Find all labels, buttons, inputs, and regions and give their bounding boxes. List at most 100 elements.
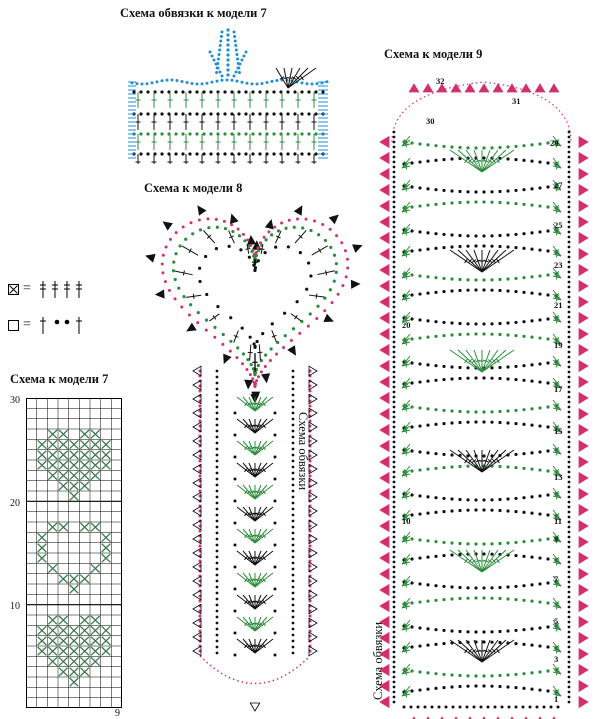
chain-dot — [291, 495, 295, 499]
edge-dot — [392, 175, 396, 179]
edge-dot — [567, 490, 571, 494]
edge-dot — [567, 640, 571, 644]
edge-dot — [567, 560, 571, 564]
chain-dot — [474, 288, 478, 292]
chain-dot — [215, 465, 219, 469]
motif-cross — [37, 439, 47, 450]
chain-dot — [538, 160, 542, 164]
chain-dot — [530, 187, 534, 191]
stitch-mark — [475, 359, 481, 363]
grid-x-label-9: 9 — [115, 708, 120, 719]
edging-dot — [197, 218, 201, 222]
chain-dot — [546, 161, 550, 165]
edging-dot — [190, 81, 194, 85]
edge-dot — [392, 360, 396, 364]
chain-dot — [442, 201, 446, 206]
picot-triangle — [578, 567, 589, 581]
stitch-mark — [404, 186, 408, 192]
edge-dot — [392, 180, 396, 184]
picot-triangle — [308, 589, 318, 601]
chain-dot — [215, 615, 219, 619]
edge-dot — [392, 310, 396, 314]
chain-dot — [490, 498, 494, 502]
edge-dot — [392, 645, 396, 649]
chain-dot — [250, 249, 254, 254]
chain-dot — [450, 201, 454, 205]
chain-dot — [472, 705, 476, 709]
edging-dot — [245, 81, 249, 85]
chain-dot — [482, 684, 486, 688]
chain-dot — [291, 519, 295, 523]
edge-dot — [567, 135, 571, 139]
edge-dot — [392, 235, 396, 239]
stitch-mark — [298, 234, 303, 239]
picot-triangle — [192, 421, 202, 433]
edging-dot — [187, 313, 191, 317]
motif-cross — [69, 584, 79, 594]
stitch-mark — [555, 274, 559, 280]
chain-dot — [458, 420, 462, 425]
chain-dot — [283, 334, 287, 338]
chain-dot — [506, 685, 510, 689]
chain-dot — [530, 379, 534, 383]
edge-dot — [392, 290, 396, 294]
stitch-mark — [246, 599, 252, 605]
picot-triangle — [379, 423, 390, 437]
chain-dot — [291, 579, 295, 583]
chain-dot — [514, 232, 518, 237]
chain-dot — [530, 671, 534, 675]
chain-dot — [216, 305, 220, 309]
chain-dot — [506, 277, 510, 281]
chain-dot — [221, 332, 225, 337]
edge-dot — [392, 640, 396, 644]
edge-dot — [567, 245, 571, 249]
chain-dot — [530, 363, 534, 367]
chain-dot — [215, 225, 219, 229]
picot-triangle — [192, 365, 202, 377]
edge-dot — [567, 500, 571, 504]
picot-triangle — [379, 263, 390, 277]
picot-triangle — [578, 407, 589, 421]
chain-dot — [195, 152, 199, 156]
chain-dot — [247, 244, 251, 248]
chain-dot — [506, 365, 510, 369]
chain-dot — [426, 627, 430, 631]
edging-dot — [237, 71, 241, 74]
chain-dot — [409, 705, 413, 709]
edging-dot — [145, 82, 149, 86]
edging-dot — [308, 389, 312, 393]
chain-dot — [196, 310, 200, 315]
chain-dot — [215, 579, 219, 583]
round-number: 13 — [554, 472, 563, 482]
chain-dot — [286, 90, 290, 94]
chain-dot — [538, 688, 542, 692]
chain-dot — [291, 327, 296, 331]
stitch-mark — [188, 248, 192, 254]
edge-dot — [567, 370, 571, 374]
edge-dot — [567, 445, 571, 449]
edging-dot — [228, 349, 232, 353]
stitch-mark — [244, 621, 248, 627]
edging-dot — [308, 474, 312, 478]
round-number: 11 — [554, 516, 562, 526]
edging-dot — [198, 389, 202, 393]
edge-dot — [392, 480, 396, 484]
edge-dot — [567, 315, 571, 319]
chain-dot — [418, 626, 422, 630]
chain-dot — [410, 361, 414, 365]
picot-triangle — [308, 379, 318, 391]
edging-dot — [220, 78, 224, 82]
edging-dot — [205, 81, 209, 85]
chain-dot — [474, 674, 478, 678]
stitch-mark — [249, 622, 255, 626]
motif-cross — [47, 450, 58, 460]
chain-dot — [466, 508, 470, 512]
edging-dot — [161, 271, 165, 275]
stitch-mark — [491, 158, 497, 164]
chain-dot — [514, 540, 518, 545]
chain-dot — [450, 233, 454, 237]
chain-dot — [490, 146, 494, 150]
stitch-mark — [404, 538, 408, 544]
chain-dot — [314, 152, 318, 156]
chain-dot — [498, 640, 502, 645]
